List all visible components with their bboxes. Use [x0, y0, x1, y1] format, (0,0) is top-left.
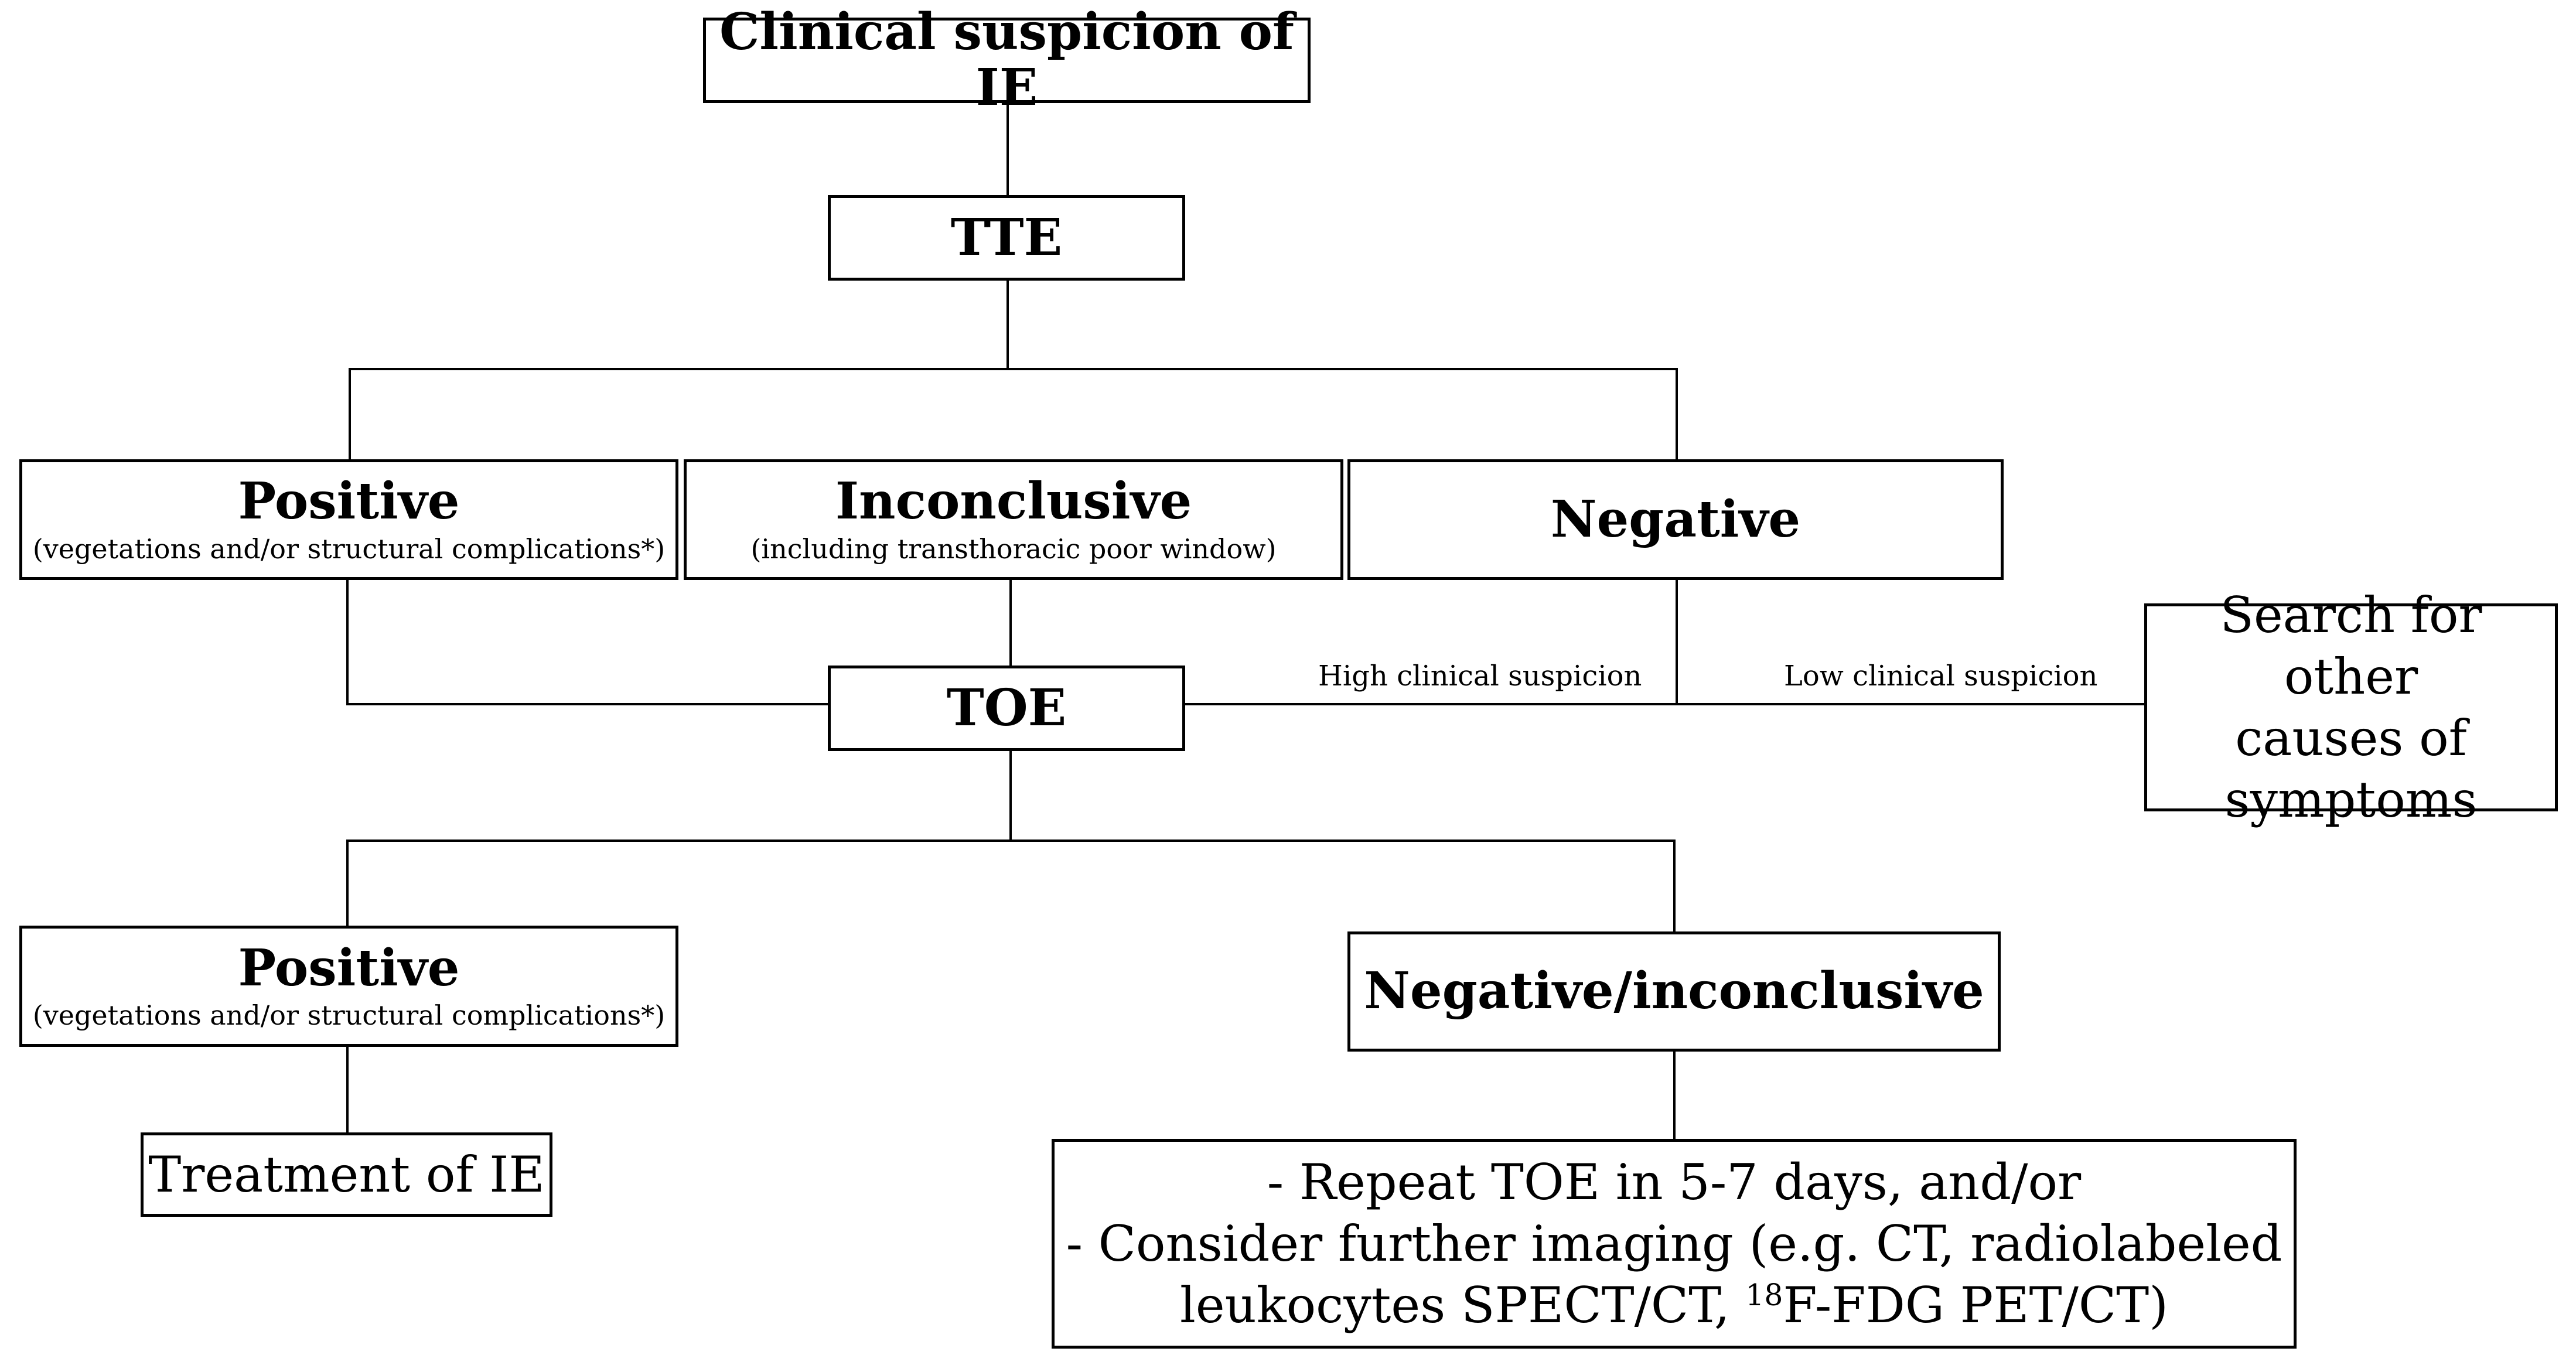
tte-box: TTE: [828, 195, 1185, 281]
connector-branch-toe-positive: [346, 840, 349, 927]
tte-negative-box: Negative: [1347, 459, 2004, 580]
connector-tte-branch-bar: [349, 368, 1677, 370]
further-imaging-box: - Repeat TOE in 5-7 days, and/or - Consi…: [1052, 1139, 2297, 1349]
tte-label: TTE: [950, 207, 1063, 267]
tte-inconclusive-sublabel: (including transthoracic poor window): [750, 533, 1277, 565]
clinical-suspicion-box: Clinical suspicion of IE: [703, 5, 1311, 115]
further-line-3-pre: leukocytes SPECT/CT,: [1180, 1276, 1746, 1334]
treatment-box: Treatment of IE: [141, 1132, 552, 1217]
connector-positive-down: [346, 580, 349, 704]
tte-inconclusive-label: Inconclusive: [835, 472, 1192, 531]
tte-positive-sublabel: (vegetations and/or structural complicat…: [32, 533, 666, 565]
connector-branch-toe-negative: [1673, 840, 1676, 934]
connector-toe-negative-further: [1673, 1052, 1676, 1141]
connector-positive-toe: [346, 703, 830, 705]
high-suspicion-label: High clinical suspicion: [1318, 660, 1642, 692]
toe-box: TOE: [828, 666, 1185, 751]
tte-positive-box: Positive (vegetations and/or structural …: [19, 459, 678, 580]
connector-suspicion-tte: [1006, 101, 1009, 197]
toe-positive-sublabel: (vegetations and/or structural complicat…: [32, 999, 666, 1032]
tte-negative-label: Negative: [1550, 489, 1801, 549]
clinical-suspicion-label: Clinical suspicion of IE: [719, 2, 1295, 117]
toe-positive-label: Positive: [238, 938, 460, 998]
low-suspicion-label: Low clinical suspicion: [1784, 660, 2098, 692]
further-line-1: - Repeat TOE in 5-7 days, and/or: [1267, 1153, 2082, 1211]
other-causes-line-2: causes of: [2235, 709, 2467, 767]
further-line-3: leukocytes SPECT/CT, 18F-FDG PET/CT): [1180, 1275, 2168, 1336]
tte-positive-label: Positive: [238, 472, 460, 531]
connector-inconclusive-toe: [1009, 580, 1012, 667]
toe-positive-box: Positive (vegetations and/or structural …: [19, 926, 678, 1047]
other-causes-line-1: Search for other: [2220, 586, 2482, 705]
treatment-label: Treatment of IE: [148, 1145, 545, 1203]
toe-label: TOE: [946, 678, 1067, 738]
connector-toe-other-causes: [1183, 703, 2147, 705]
connector-branch-positive: [349, 368, 351, 460]
toe-negative-box: Negative/inconclusive: [1347, 931, 2001, 1052]
toe-negative-label: Negative/inconclusive: [1364, 961, 1984, 1021]
connector-negative-down: [1676, 580, 1678, 704]
connector-tte-branch: [1006, 278, 1009, 369]
other-causes-box: Search for other causes of symptoms: [2144, 586, 2558, 828]
connector-toe-down: [1009, 751, 1012, 842]
further-line-3-post: F-FDG PET/CT): [1783, 1276, 2168, 1334]
further-line-2: - Consider further imaging (e.g. CT, rad…: [1066, 1214, 2282, 1272]
further-line-3-sup: 18: [1745, 1277, 1783, 1312]
connector-toe-positive-treatment: [346, 1047, 349, 1134]
tte-inconclusive-box: Inconclusive (including transthoracic po…: [684, 459, 1343, 580]
connector-branch-negative: [1676, 368, 1678, 460]
other-causes-line-3: symptoms: [2224, 770, 2478, 828]
connector-toe-branch-bar: [346, 840, 1676, 842]
